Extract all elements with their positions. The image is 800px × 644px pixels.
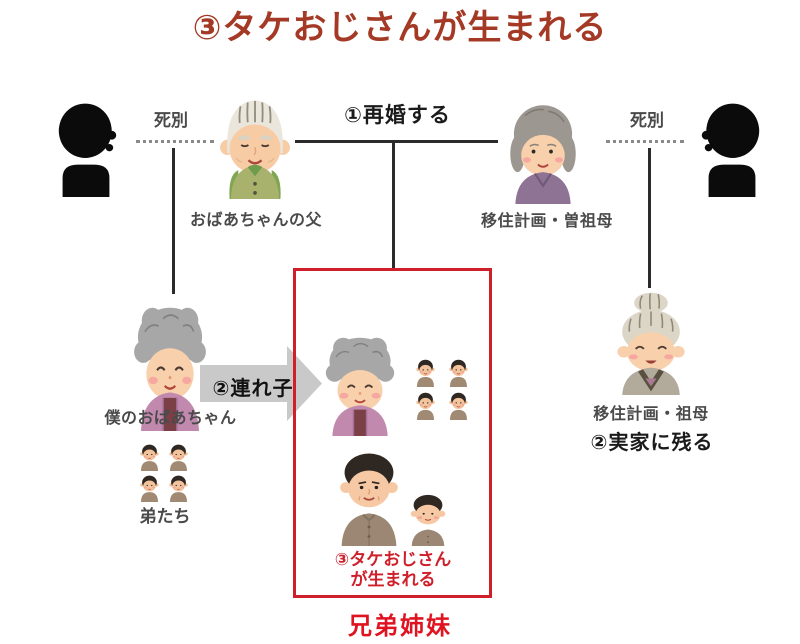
bereavement-label-left: 死別 (154, 111, 188, 130)
man-illustration (332, 444, 406, 546)
grandfather-caption: おばあちゃんの父 (189, 212, 322, 229)
box-child-icon (413, 389, 438, 420)
box-child-icon (446, 389, 471, 420)
grandfather-illustration (215, 85, 295, 199)
marriage-line (295, 140, 498, 143)
box-grandmother-illustration (320, 326, 400, 436)
birth-caption-line1: ③タケおじさん (334, 550, 452, 569)
bereavement-dotted-line-right (606, 140, 684, 143)
younger-brother-icon (166, 441, 191, 471)
deceased-husband-silhouette-icon (698, 94, 766, 197)
marriage-descent-line (392, 142, 395, 268)
great-grandmother-illustration (503, 90, 583, 204)
siblings-caption: 兄弟姉妹 (348, 613, 452, 640)
stay-home-label: ②実家に残る (590, 432, 714, 454)
descent-line-right (648, 148, 651, 288)
stepchild-arrow-icon (200, 346, 322, 421)
grandmother-caption: 移住計画・祖母 (593, 406, 709, 423)
remarriage-label: ①再婚する (344, 104, 451, 127)
younger-brothers-caption: 弟たち (139, 507, 191, 526)
my-grandmother-caption: 僕のおばあちゃん (104, 410, 237, 427)
great-grandmother-caption: 移住計画・曽祖母 (480, 213, 613, 230)
younger-brother-icon (137, 472, 162, 502)
descent-line-left (172, 148, 175, 294)
page-title: ③タケおじさんが生まれる (192, 9, 608, 47)
red-highlight-box (293, 268, 492, 598)
bereavement-label-right: 死別 (630, 111, 664, 130)
box-child-icon (413, 356, 438, 387)
younger-brother-icon (166, 472, 191, 502)
birth-caption: ③タケおじさん が生まれる (300, 550, 486, 590)
box-child-icon (446, 356, 471, 387)
birth-caption-line2: が生まれる (350, 570, 436, 589)
deceased-wife-silhouette-icon (52, 94, 120, 197)
stepchild-arrow-label: ②連れ子 (212, 378, 294, 400)
bereavement-dotted-line-left (136, 140, 214, 143)
boy-illustration (404, 487, 452, 546)
younger-brother-icon (137, 441, 162, 471)
grandmother-illustration (607, 287, 695, 395)
